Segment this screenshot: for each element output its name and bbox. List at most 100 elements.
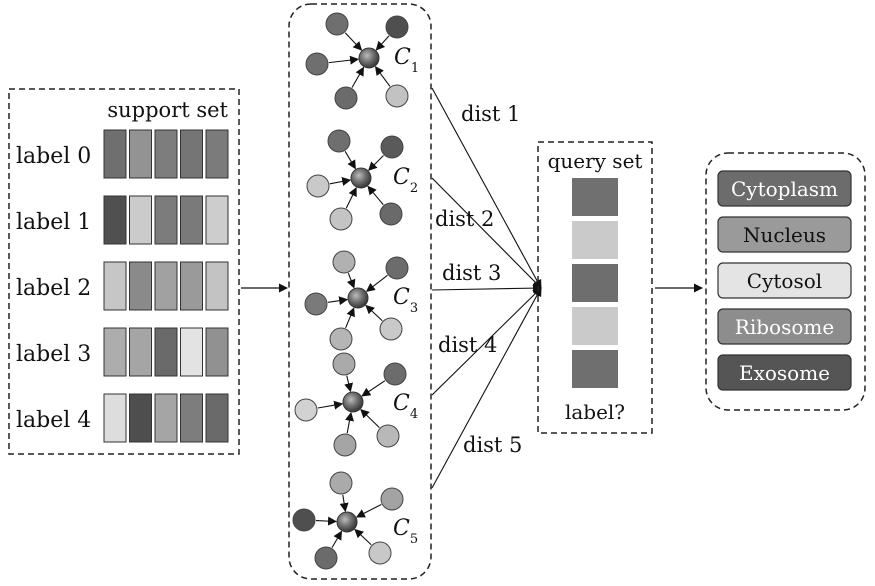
class-option-label: Cytoplasm [731, 177, 838, 201]
class-option-label: Exosome [739, 361, 830, 385]
class-option-label: Cytosol [747, 269, 822, 293]
prototype-cluster: C5 [292, 471, 418, 570]
embedding-arrow [317, 400, 344, 410]
support-feature-cell [129, 393, 152, 443]
prototype-center-node [342, 391, 364, 413]
embedding-arrow [374, 66, 391, 87]
query-set-border [537, 141, 653, 434]
support-feature-cell [154, 129, 178, 179]
support-feature-cell [180, 129, 203, 179]
support-embedding-node [329, 207, 353, 231]
support-embedding-node [379, 202, 403, 226]
embedding-arrow [339, 494, 349, 513]
classes-border [705, 152, 866, 411]
prototype-cluster: C4 [294, 352, 418, 457]
support-feature-cell [154, 393, 178, 443]
support-feature-cell [205, 261, 229, 311]
support-embedding-node [304, 292, 328, 316]
prototype-center-node [358, 47, 380, 69]
support-row: label 0 [16, 129, 229, 179]
prototype-label-name: C [393, 285, 410, 310]
support-feature-cell [154, 327, 178, 377]
embedding-arrow [344, 151, 356, 170]
prototype-label-subscript: 2 [410, 181, 418, 196]
support-feature-cell [205, 327, 229, 377]
embedding-arrow [367, 185, 384, 206]
support-feature-cell [129, 195, 152, 245]
support-feature-cell [180, 393, 203, 443]
distance-label: dist 5 [463, 433, 522, 457]
support-feature-cell [205, 393, 229, 443]
prototype-center-node [350, 167, 372, 189]
support-embedding-node [325, 12, 349, 36]
embedding-arrow [365, 304, 383, 322]
support-embedding-node [314, 546, 338, 570]
prototype-label: C2 [393, 165, 418, 196]
prototype-label-name: C [394, 45, 411, 70]
support-row: label 1 [16, 195, 229, 245]
support-embedding-node [329, 471, 353, 495]
prototype-label-subscript: 5 [410, 532, 418, 547]
query-feature-cell [572, 221, 618, 259]
prototype-cluster: C2 [306, 129, 418, 231]
distance-label: dist 2 [435, 207, 494, 231]
prototypes-border [288, 3, 432, 580]
distance-label: dist 1 [461, 102, 520, 126]
embedding-arrow [355, 503, 382, 518]
distance-arrow [431, 287, 542, 489]
support-feature-cell [129, 261, 152, 311]
prototype-label-name: C [393, 165, 410, 190]
prototype-label: C5 [393, 516, 418, 547]
embedding-arrow [345, 186, 357, 209]
distance-arrow [431, 177, 542, 289]
support-embedding-node [385, 256, 409, 280]
embedding-arrow [328, 55, 360, 65]
prototype-cluster: C3 [304, 250, 418, 351]
class-option-box [717, 216, 852, 253]
embedding-arrow [331, 530, 342, 548]
support-feature-cell [103, 129, 127, 179]
class-option-box [717, 308, 852, 345]
support-embedding-node [376, 424, 400, 448]
support-embedding-node [380, 135, 404, 159]
support-embedding-node [327, 129, 351, 153]
support-feature-cell [129, 129, 152, 179]
support-feature-cell [129, 327, 152, 377]
support-embedding-node [332, 352, 356, 376]
query-set-panel: query set label? [537, 141, 653, 434]
embedding-arrow [351, 66, 365, 88]
support-feature-cell [180, 195, 203, 245]
class-option: Ribosome [717, 308, 852, 345]
class-option: Exosome [717, 354, 852, 391]
embedding-arrow [315, 516, 338, 526]
support-embedding-node [385, 15, 409, 39]
support-embedding-node [329, 327, 353, 351]
embedding-arrow [360, 408, 380, 429]
support-row: label 4 [16, 393, 229, 443]
support-row-label: label 1 [16, 210, 91, 235]
support-feature-cell [205, 195, 229, 245]
distance-arrow [431, 87, 542, 289]
query-feature-cell [572, 307, 618, 345]
support-feature-cell [180, 261, 203, 311]
embedding-arrow [327, 296, 349, 306]
embedding-arrow [375, 35, 390, 51]
support-embedding-node [379, 317, 403, 341]
support-feature-cell [103, 195, 127, 245]
support-embedding-node [380, 487, 404, 511]
distance-label: dist 3 [442, 261, 501, 285]
support-row-label: label 4 [16, 408, 91, 433]
query-feature-cell [572, 264, 618, 302]
embedding-arrow [345, 307, 355, 329]
support-feature-cell [180, 327, 203, 377]
prototype-cluster: C1 [305, 12, 419, 110]
embedding-arrow [344, 32, 363, 51]
support-embedding-node [306, 174, 330, 198]
support-row-label: label 0 [16, 144, 91, 169]
prototype-label-name: C [393, 391, 410, 416]
